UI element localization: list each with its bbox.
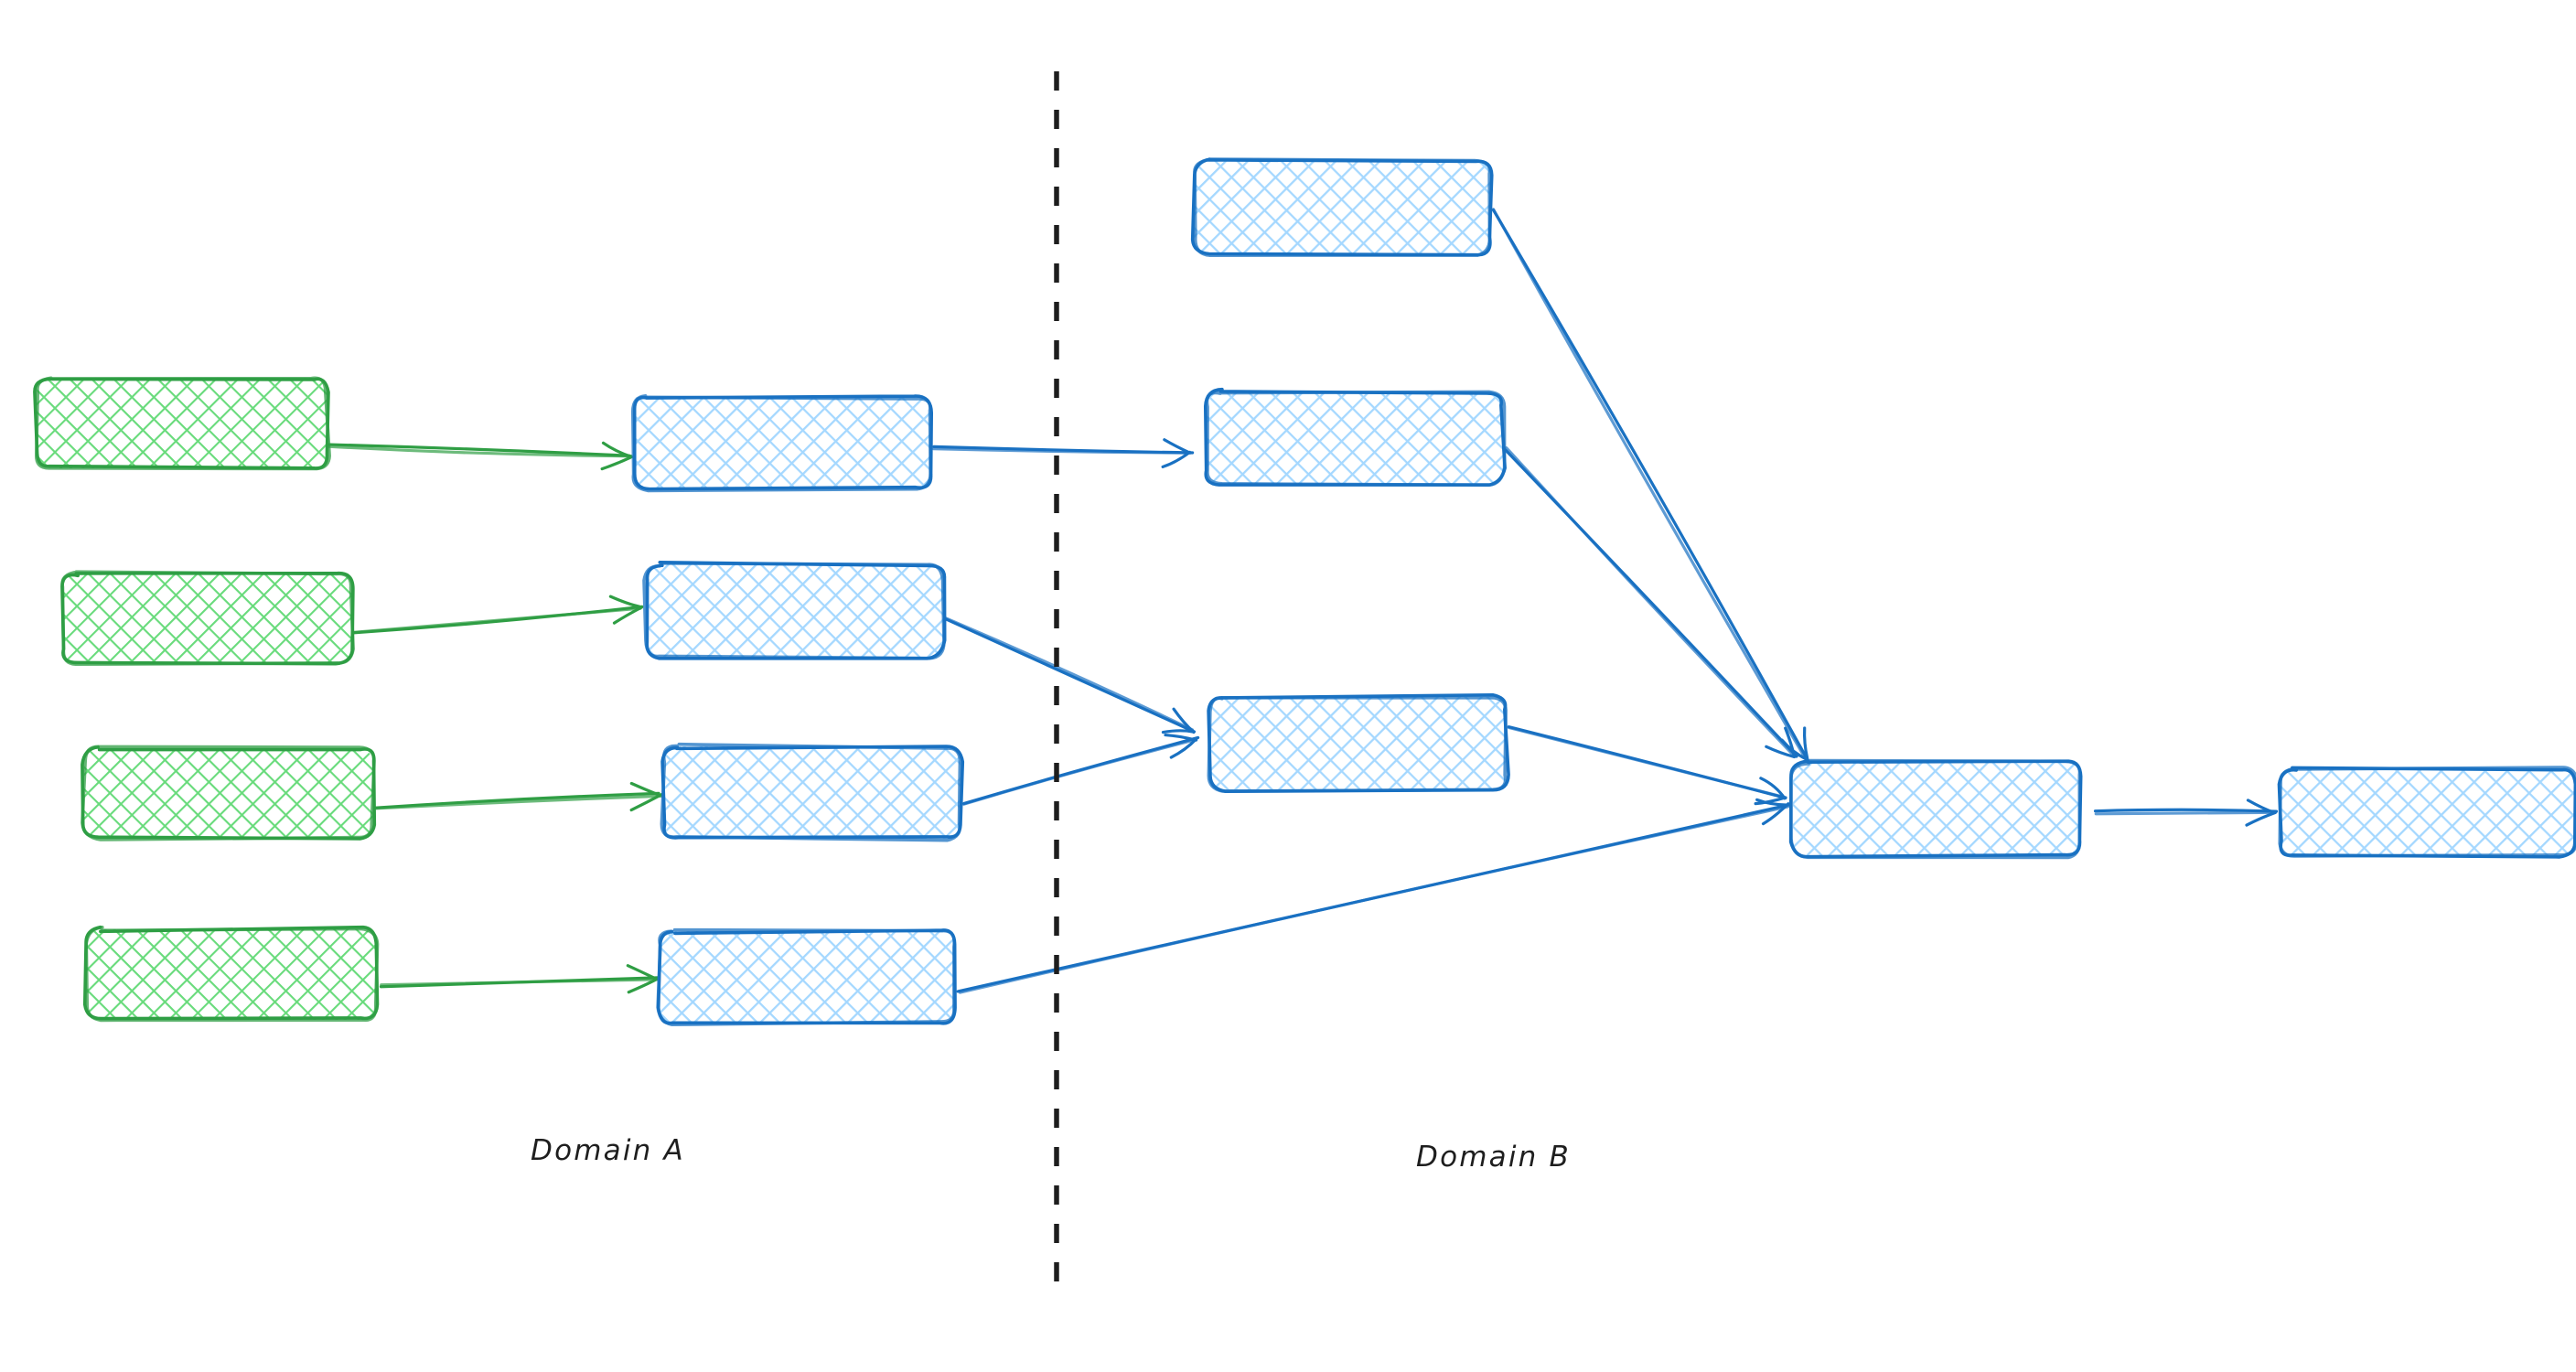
edges-layer [325, 208, 2279, 994]
labels-layer: Domain A Domain B [531, 1134, 1571, 1174]
edge-line [1507, 725, 1787, 799]
node-a3[interactable] [80, 745, 377, 841]
edge-arrowhead [1759, 777, 1787, 800]
node-fill [1194, 161, 1491, 253]
node-fill [87, 929, 377, 1020]
edge-arrowhead [1784, 726, 1797, 758]
node-fill [646, 564, 943, 657]
edge-line [961, 737, 1198, 806]
edge-arrowhead [601, 441, 634, 459]
node-outline [2278, 766, 2576, 858]
edge-b3-to-c3[interactable] [961, 733, 1200, 806]
edge-arrowhead [627, 978, 658, 994]
node-fill [659, 931, 956, 1024]
edge-line [944, 616, 1195, 732]
edge-arrowhead [2245, 810, 2277, 827]
edge-arrowhead [1802, 726, 1809, 760]
edge-line [943, 616, 1197, 734]
edge-line [1505, 446, 1797, 758]
edge-a2-to-b2[interactable] [352, 595, 644, 635]
edge-line [1491, 208, 1808, 760]
edge-arrowhead [608, 595, 642, 608]
node-c1[interactable] [1190, 157, 1494, 257]
node-fill [1793, 762, 2081, 855]
edge-line [325, 443, 631, 457]
node-c2[interactable] [1203, 387, 1507, 488]
edge-a3-to-b3[interactable] [371, 781, 664, 812]
domain-b-label: Domain B [1416, 1141, 1571, 1174]
node-fill [37, 378, 327, 468]
edge-arrowhead [1169, 737, 1197, 759]
edge-hub-to-last[interactable] [2093, 799, 2279, 827]
node-outline [1788, 758, 2082, 860]
edge-arrowhead [1754, 796, 1787, 806]
edge-arrowhead [1161, 729, 1195, 734]
node-a4[interactable] [82, 925, 380, 1023]
node-outline [630, 393, 932, 493]
edge-line [958, 805, 1790, 994]
edge-arrowhead [600, 456, 632, 471]
edge-b2-to-c3[interactable] [943, 616, 1197, 734]
node-fill [1209, 697, 1507, 789]
node-c3[interactable] [1207, 692, 1510, 793]
node-outline [1207, 696, 1508, 793]
node-b3[interactable] [660, 742, 965, 842]
edge-line [372, 794, 664, 810]
edge-arrowhead [612, 606, 643, 625]
edge-arrowhead [1765, 745, 1796, 759]
nodes-layer [33, 157, 2576, 1027]
node-outline [80, 745, 376, 841]
node-a2[interactable] [60, 570, 355, 667]
domain-a-label: Domain A [531, 1134, 685, 1167]
edge-c2-to-hub[interactable] [1504, 446, 1798, 759]
node-outline [656, 927, 957, 1027]
node-fill [62, 573, 352, 664]
edge-arrowhead [1161, 450, 1192, 468]
node-b1[interactable] [630, 393, 934, 493]
edge-arrowhead [1163, 438, 1192, 455]
edge-c3-to-hub[interactable] [1507, 725, 1787, 806]
edge-line [325, 445, 633, 458]
node-fill [2280, 768, 2576, 856]
node-fill [633, 397, 930, 489]
edge-line [1491, 209, 1809, 762]
edge-line [380, 978, 659, 987]
edge-arrowhead [1761, 802, 1790, 826]
node-outline [660, 742, 962, 842]
node-outline [60, 570, 355, 667]
node-outline [34, 376, 331, 471]
edge-a1-to-b1[interactable] [325, 441, 634, 471]
node-hub[interactable] [1788, 758, 2083, 860]
node-outline [84, 926, 380, 1023]
edge-arrowhead [1172, 707, 1196, 734]
edge-line [932, 447, 1192, 455]
edge-arrowhead [626, 964, 658, 981]
edge-arrowhead [629, 781, 661, 798]
edge-b1-to-c2[interactable] [932, 438, 1195, 468]
edge-arrowhead [2246, 799, 2277, 815]
node-fill [663, 746, 961, 839]
edge-line [2094, 810, 2278, 816]
node-fill [1206, 391, 1503, 484]
node-outline [1193, 157, 1492, 257]
edge-a4-to-b4[interactable] [379, 964, 660, 994]
node-outline [1205, 390, 1507, 488]
edge-arrowhead [1164, 733, 1198, 742]
edge-arrowhead [1755, 798, 1789, 807]
edge-arrowhead [629, 793, 663, 812]
node-last[interactable] [2277, 766, 2576, 859]
edge-b4-to-hub[interactable] [956, 798, 1790, 994]
node-a1[interactable] [33, 376, 331, 471]
node-outline [642, 562, 946, 660]
node-b4[interactable] [656, 927, 957, 1027]
node-b2[interactable] [642, 561, 947, 660]
node-fill [84, 748, 373, 839]
edge-line [353, 606, 642, 634]
edge-line [2093, 808, 2279, 813]
